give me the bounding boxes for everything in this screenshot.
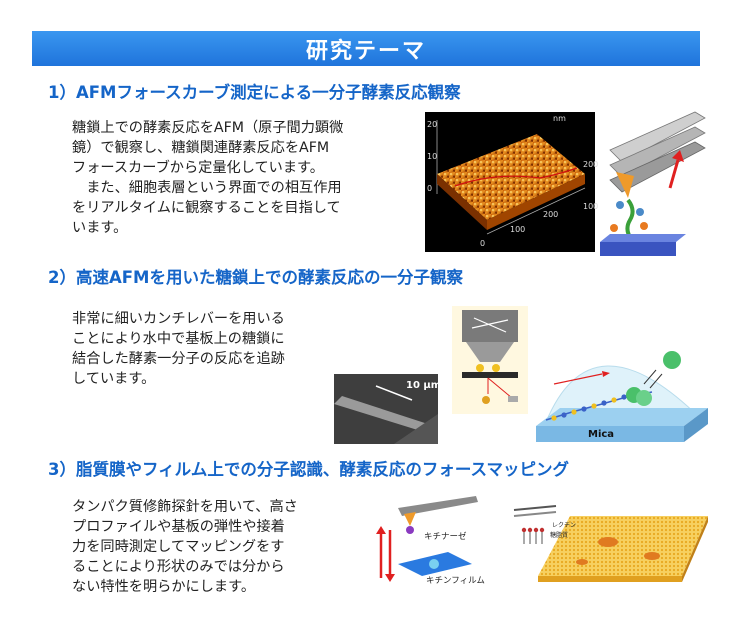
afm-z-unit: nm [553,114,566,123]
afm-x-tick: 200 [543,210,559,219]
chitinase-label: キチナーゼ [424,532,467,542]
paragraph-line: 鏡）で観察し、糖鎖関連酵素反応をAFM [72,140,330,156]
afm-x-tick: 0 [480,239,486,248]
section3-paragraph: タンパク質修飾探針を用いて、高さプロファイルや基板の弾性や接着力を同時測定してマ… [72,497,362,597]
afm-z-tick: 10 [427,152,438,161]
mica-enzyme-illustration: Mica [532,322,712,444]
paragraph-line: ることにより形状のみでは分から [72,559,285,575]
mica-label: Mica [588,429,615,440]
afm-y-tick: 100 [583,202,599,211]
banner-title: 研究テーマ [305,38,426,64]
chitinase-probe-illustration: キチナーゼ キチンフィルム [372,494,498,586]
paragraph-line: います。 [72,220,128,236]
force-curve-illustration [600,110,712,260]
paragraph-line: 糖鎖上での酵素反応をAFM（原子間力顕微 [72,120,344,136]
banner: 研究テーマ [32,31,700,66]
section3-heading: 3）脂質膜やフィルム上での分子認識、酵素反応のフォースマッピング [48,460,570,479]
section2-heading: 2）高速AFMを用いた糖鎖上での酵素反応の一分子観察 [48,268,463,287]
lectin-force-map-illustration: レクチン 糖脂質 [512,500,712,588]
sugar-lipid-label: 糖脂質 [550,532,569,539]
paragraph-line: 力を同時測定してマッピングをす [72,539,285,555]
afm-z-tick: 20 [427,120,438,129]
paragraph-line: タンパク質修飾探針を用いて、高さ [72,499,298,515]
section2-paragraph: 非常に細いカンチレバーを用いることにより水中で基板上の糖鎖に結合した酵素一分子の… [72,309,352,389]
section1-heading: 1）AFMフォースカーブ測定による一分子酵素反応観察 [48,83,461,102]
hs-afm-setup-illustration [452,306,528,414]
paragraph-line: また、細胞表層という界面での相互作用 [72,180,342,196]
section1-paragraph: 糖鎖上での酵素反応をAFM（原子間力顕微鏡）で観察し、糖鎖関連酵素反応をAFM フ… [72,118,412,238]
sem-cantilever-image: 10 μm [334,374,442,444]
sem-scale-label: 10 μm [406,380,442,391]
paragraph-line: 非常に細いカンチレバーを用いる [72,311,285,327]
afm-y-tick: 200 [583,160,599,169]
paragraph-line: しています。 [72,371,156,387]
chitin-film-label: キチンフィルム [426,576,485,586]
paragraph-line: フォースカーブから定量化しています。 [72,160,324,176]
afm-x-tick: 100 [510,225,526,234]
lectin-label: レクチン [552,522,577,529]
paragraph-line: をリアルタイムに観察することを目指して [72,200,341,216]
paragraph-line: 結合した酵素一分子の反応を追跡 [72,351,285,367]
paragraph-line: プロファイルや基板の弾性や接着 [72,519,285,535]
afm-z-tick: 0 [427,184,433,193]
paragraph-line: ことにより水中で基板上の糖鎖に [72,331,285,347]
afm-topography-image: nm 20 10 0 0 100 200 200 100 [425,112,599,252]
paragraph-line: ない特性を明らかにします。 [72,579,256,595]
